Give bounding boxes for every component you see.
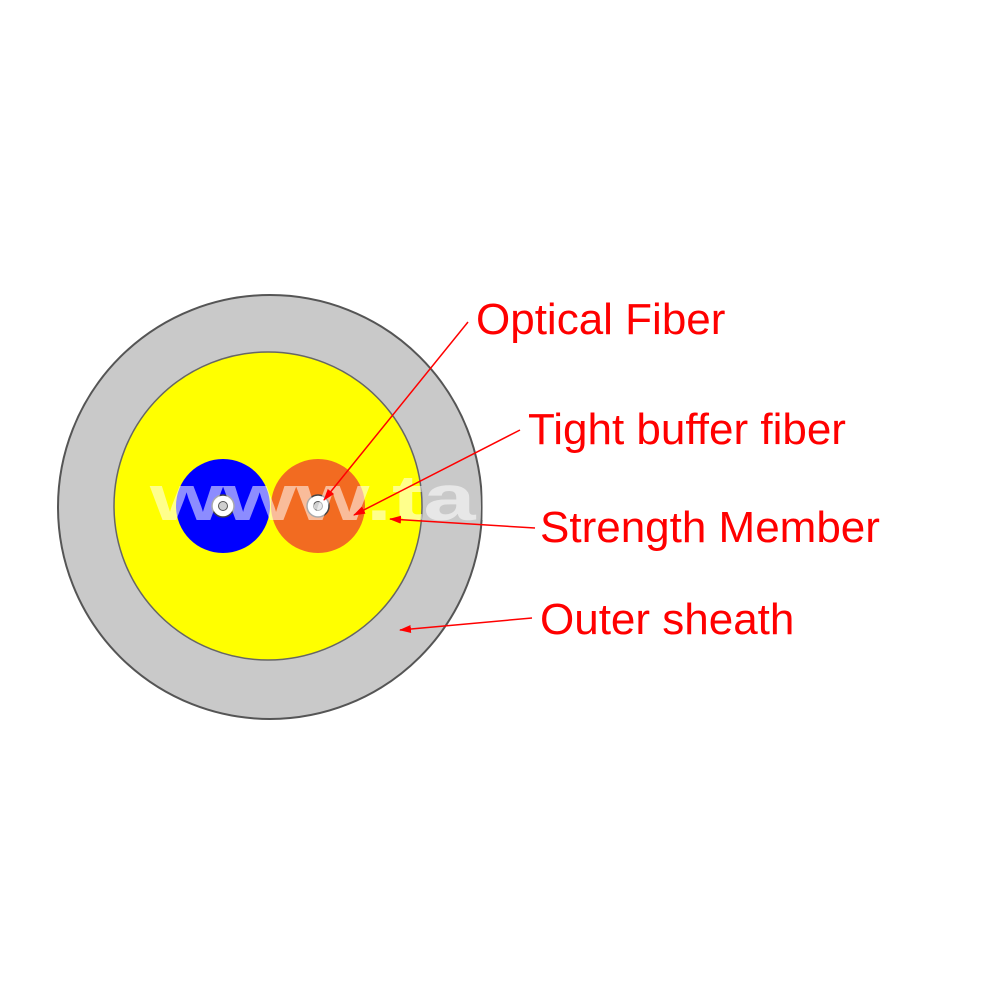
leader-line-strength-member bbox=[389, 515, 536, 529]
label-optical-fiber: Optical Fiber bbox=[476, 295, 725, 344]
watermark-text: www.takfly.com bbox=[149, 462, 850, 534]
label-outer-sheath: Outer sheath bbox=[540, 595, 794, 644]
leader-line-outer-sheath bbox=[399, 617, 533, 633]
leader-line-tight-buffer-fiber bbox=[353, 429, 521, 516]
tight-buffer-fiber-left bbox=[176, 459, 270, 553]
leader-line-optical-fiber bbox=[323, 321, 469, 501]
label-strength-member: Strength Member bbox=[540, 503, 880, 552]
label-tight-buffer-fiber: Tight buffer fiber bbox=[528, 405, 846, 454]
